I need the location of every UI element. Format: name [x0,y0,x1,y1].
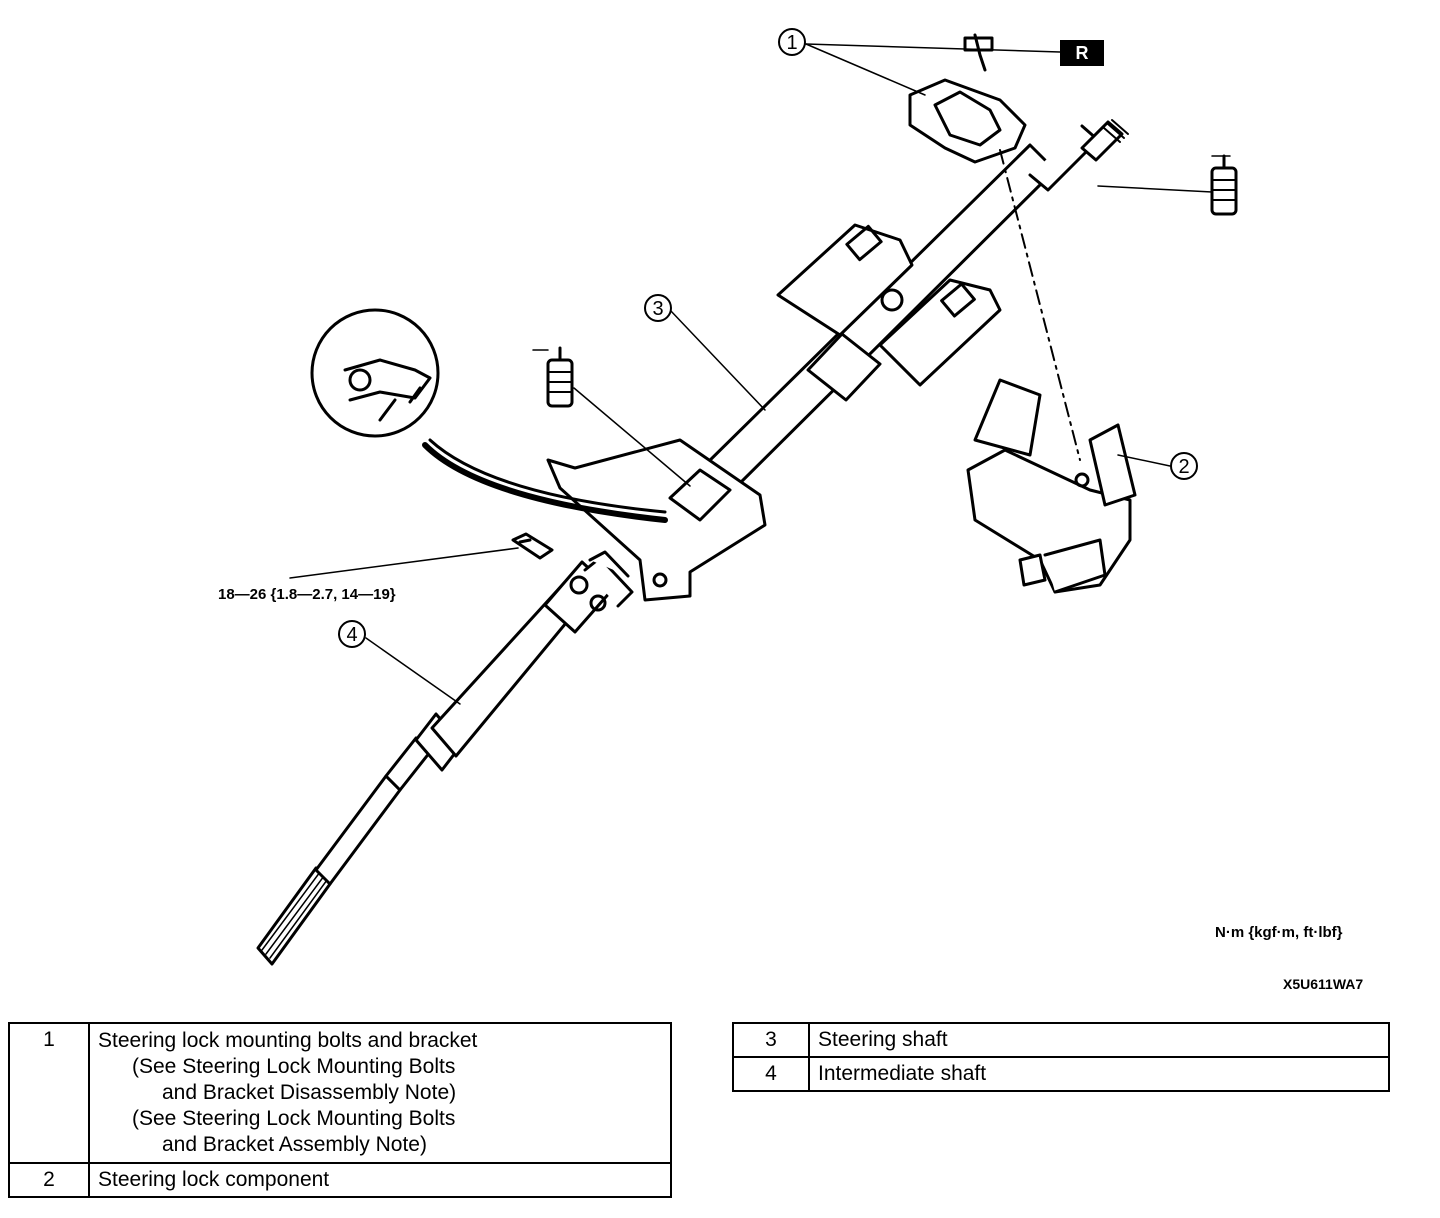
table-row: 3 Steering shaft [732,1022,1390,1058]
callout-1 [778,28,806,56]
part-name: Steering shaft [808,1022,1390,1058]
callout-1-label: 1 [786,32,797,54]
part-number: 4 [732,1056,810,1092]
part-note: and Bracket Disassembly Note) [162,1081,457,1104]
part-description: Steering lock mounting bolts and bracket… [88,1022,672,1164]
figure-id: X5U611WA7 [1283,976,1364,992]
callout-3-label: 3 [652,298,663,320]
part-number: 1 [8,1022,90,1164]
part-number: 2 [8,1162,90,1198]
bolt-icon [511,532,554,560]
detail-magnifier [310,308,668,523]
torque-unit-label: N·m {kgf·m, ft·lbf} [1215,924,1343,941]
torque-spec: 18—26 {1.8—2.7, 14—19} [218,586,396,603]
callout-4-label: 4 [346,624,357,646]
part-note: and Bracket Assembly Note) [162,1133,427,1156]
grease-can-icon [546,346,574,408]
grease-can-icon [1210,154,1238,216]
steering-column-exploded-diagram: 1 2 3 4 [256,28,1238,966]
parts-table-left: 1 Steering lock mounting bolts and brack… [8,1022,672,1198]
table-row: 2 Steering lock component [8,1162,672,1198]
steering-lock-component [966,378,1137,594]
intermediate-shaft [256,550,634,966]
callout-2 [1170,452,1198,480]
table-row: 1 Steering lock mounting bolts and brack… [8,1022,672,1164]
steering-lock-bracket [908,33,1081,461]
part-number: 3 [732,1022,810,1058]
callout-4 [338,620,366,648]
part-name: Steering lock mounting bolts and bracket [98,1029,478,1052]
leader-lines [289,43,1231,705]
part-name: Steering lock component [88,1162,672,1198]
replace-badge: R [1060,40,1104,66]
part-note: (See Steering Lock Mounting Bolts [132,1107,456,1130]
callout-2-label: 2 [1178,456,1189,478]
part-note: (See Steering Lock Mounting Bolts [132,1055,456,1078]
part-name: Intermediate shaft [808,1056,1390,1092]
callout-3 [644,294,672,322]
table-row: 4 Intermediate shaft [732,1056,1390,1092]
parts-table-right: 3 Steering shaft 4 Intermediate shaft [732,1022,1390,1092]
